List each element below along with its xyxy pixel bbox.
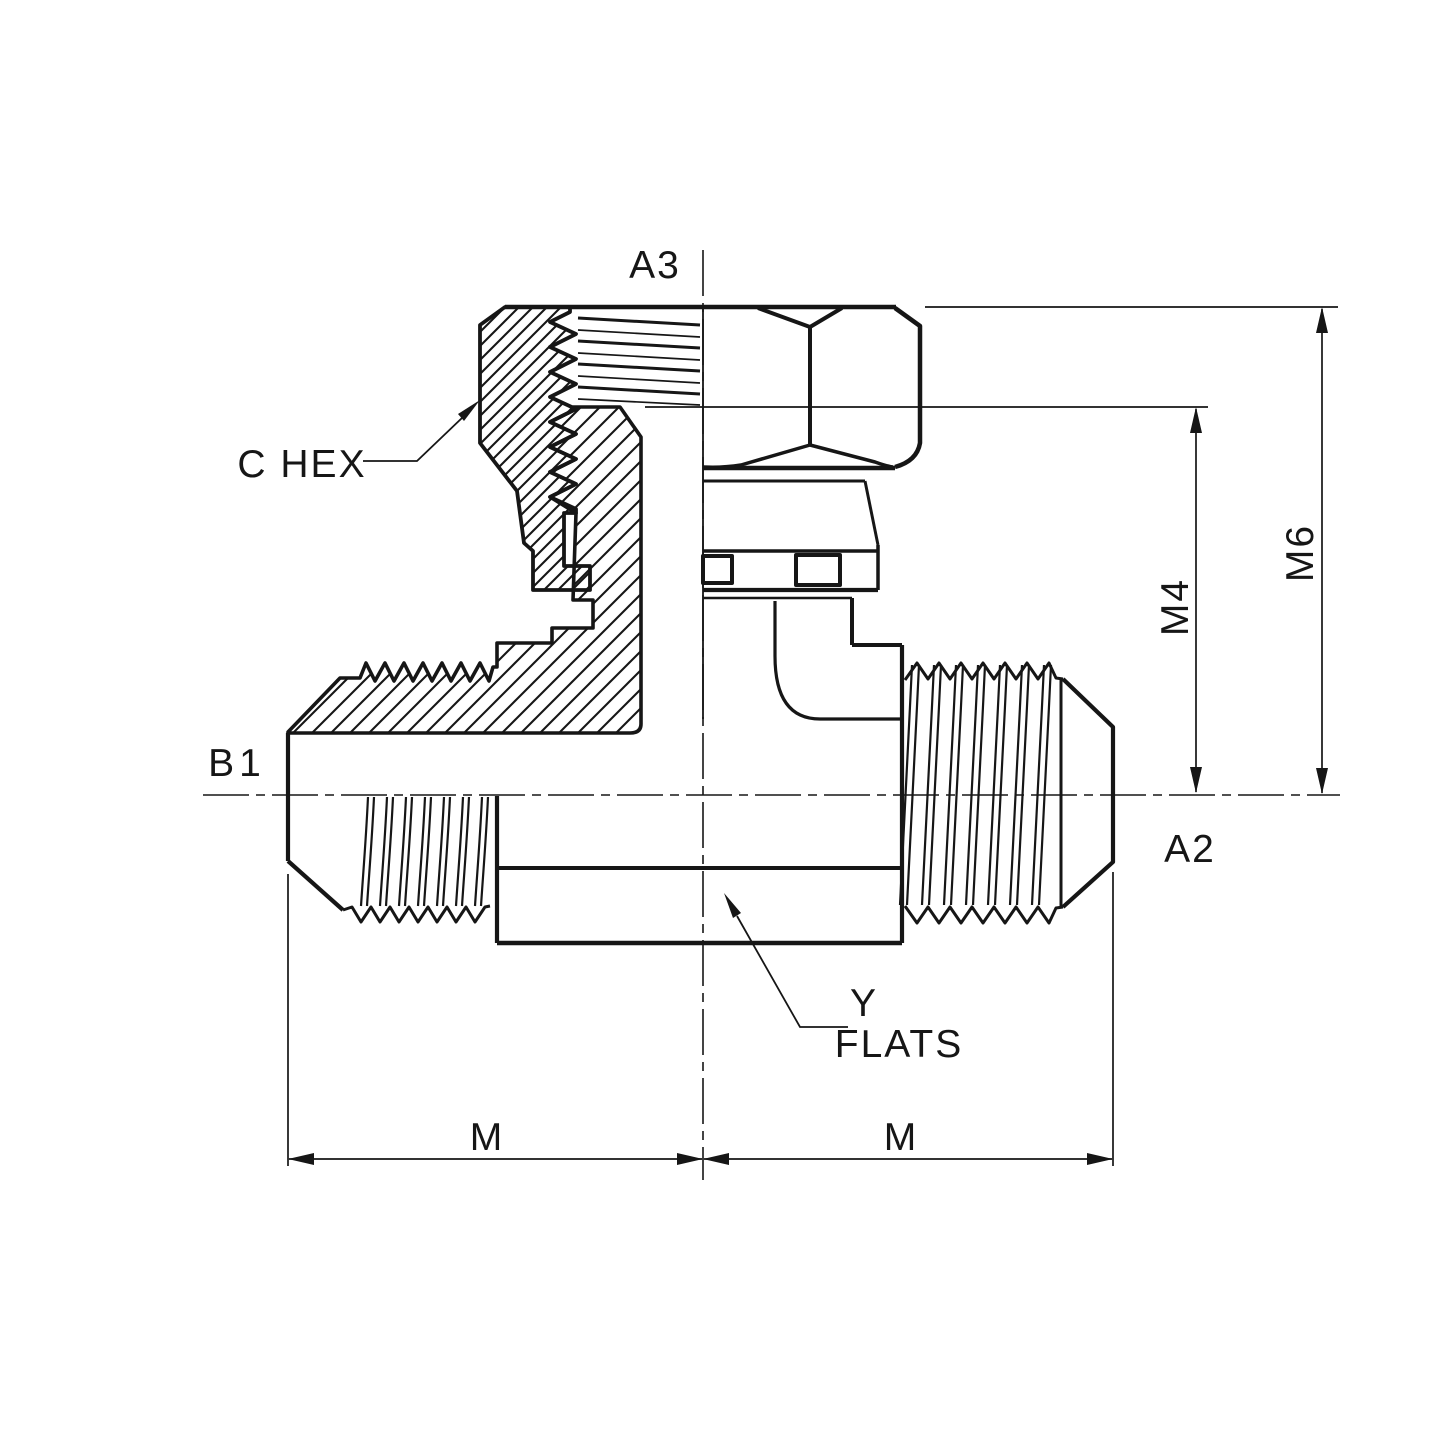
left-thread-flanks xyxy=(359,796,490,907)
label-m6: M6 xyxy=(1279,524,1322,582)
label-m-left: M xyxy=(470,1116,505,1159)
left-thread-crests xyxy=(342,904,491,924)
hex-top-facets xyxy=(757,306,844,329)
label-b1: B1 xyxy=(208,742,266,785)
label-y-flats: Y FLATS xyxy=(835,982,963,1066)
flare-cone xyxy=(1061,677,1116,909)
label-m-right: M xyxy=(884,1116,919,1159)
left-nose-chamfer xyxy=(286,859,345,912)
dim-m4: M4 xyxy=(645,406,1208,793)
body-section xyxy=(286,405,643,735)
body-elevation xyxy=(494,598,905,946)
dim-m-left: M xyxy=(287,874,703,1166)
dim-m6: M6 xyxy=(925,306,1338,794)
hex-right-corner xyxy=(893,306,923,470)
band-window-right xyxy=(794,553,842,587)
label-m4: M4 xyxy=(1154,578,1197,636)
leader-c-hex xyxy=(363,400,480,462)
label-a2: A2 xyxy=(1164,828,1216,871)
right-thread-crests-bottom xyxy=(903,905,1064,925)
label-c-hex: C HEX xyxy=(237,443,366,486)
nut-internal-thread-lines xyxy=(577,316,701,396)
leader-y-flats xyxy=(724,893,848,1028)
dim-m-right: M xyxy=(703,872,1114,1166)
svg-text:FLATS: FLATS xyxy=(835,1023,963,1066)
left-port-threads xyxy=(285,733,491,924)
svg-text:Y: Y xyxy=(850,982,878,1025)
right-thread-flanks xyxy=(898,664,1053,906)
label-a3: A3 xyxy=(629,244,681,287)
swivel-nut-elevation xyxy=(701,306,923,600)
hex-bottom-facets xyxy=(702,443,894,469)
right-port-threads xyxy=(898,661,1116,925)
swivel-nut-section xyxy=(478,304,896,592)
body-blend-fillet xyxy=(773,601,900,721)
band-window-left xyxy=(701,554,734,585)
